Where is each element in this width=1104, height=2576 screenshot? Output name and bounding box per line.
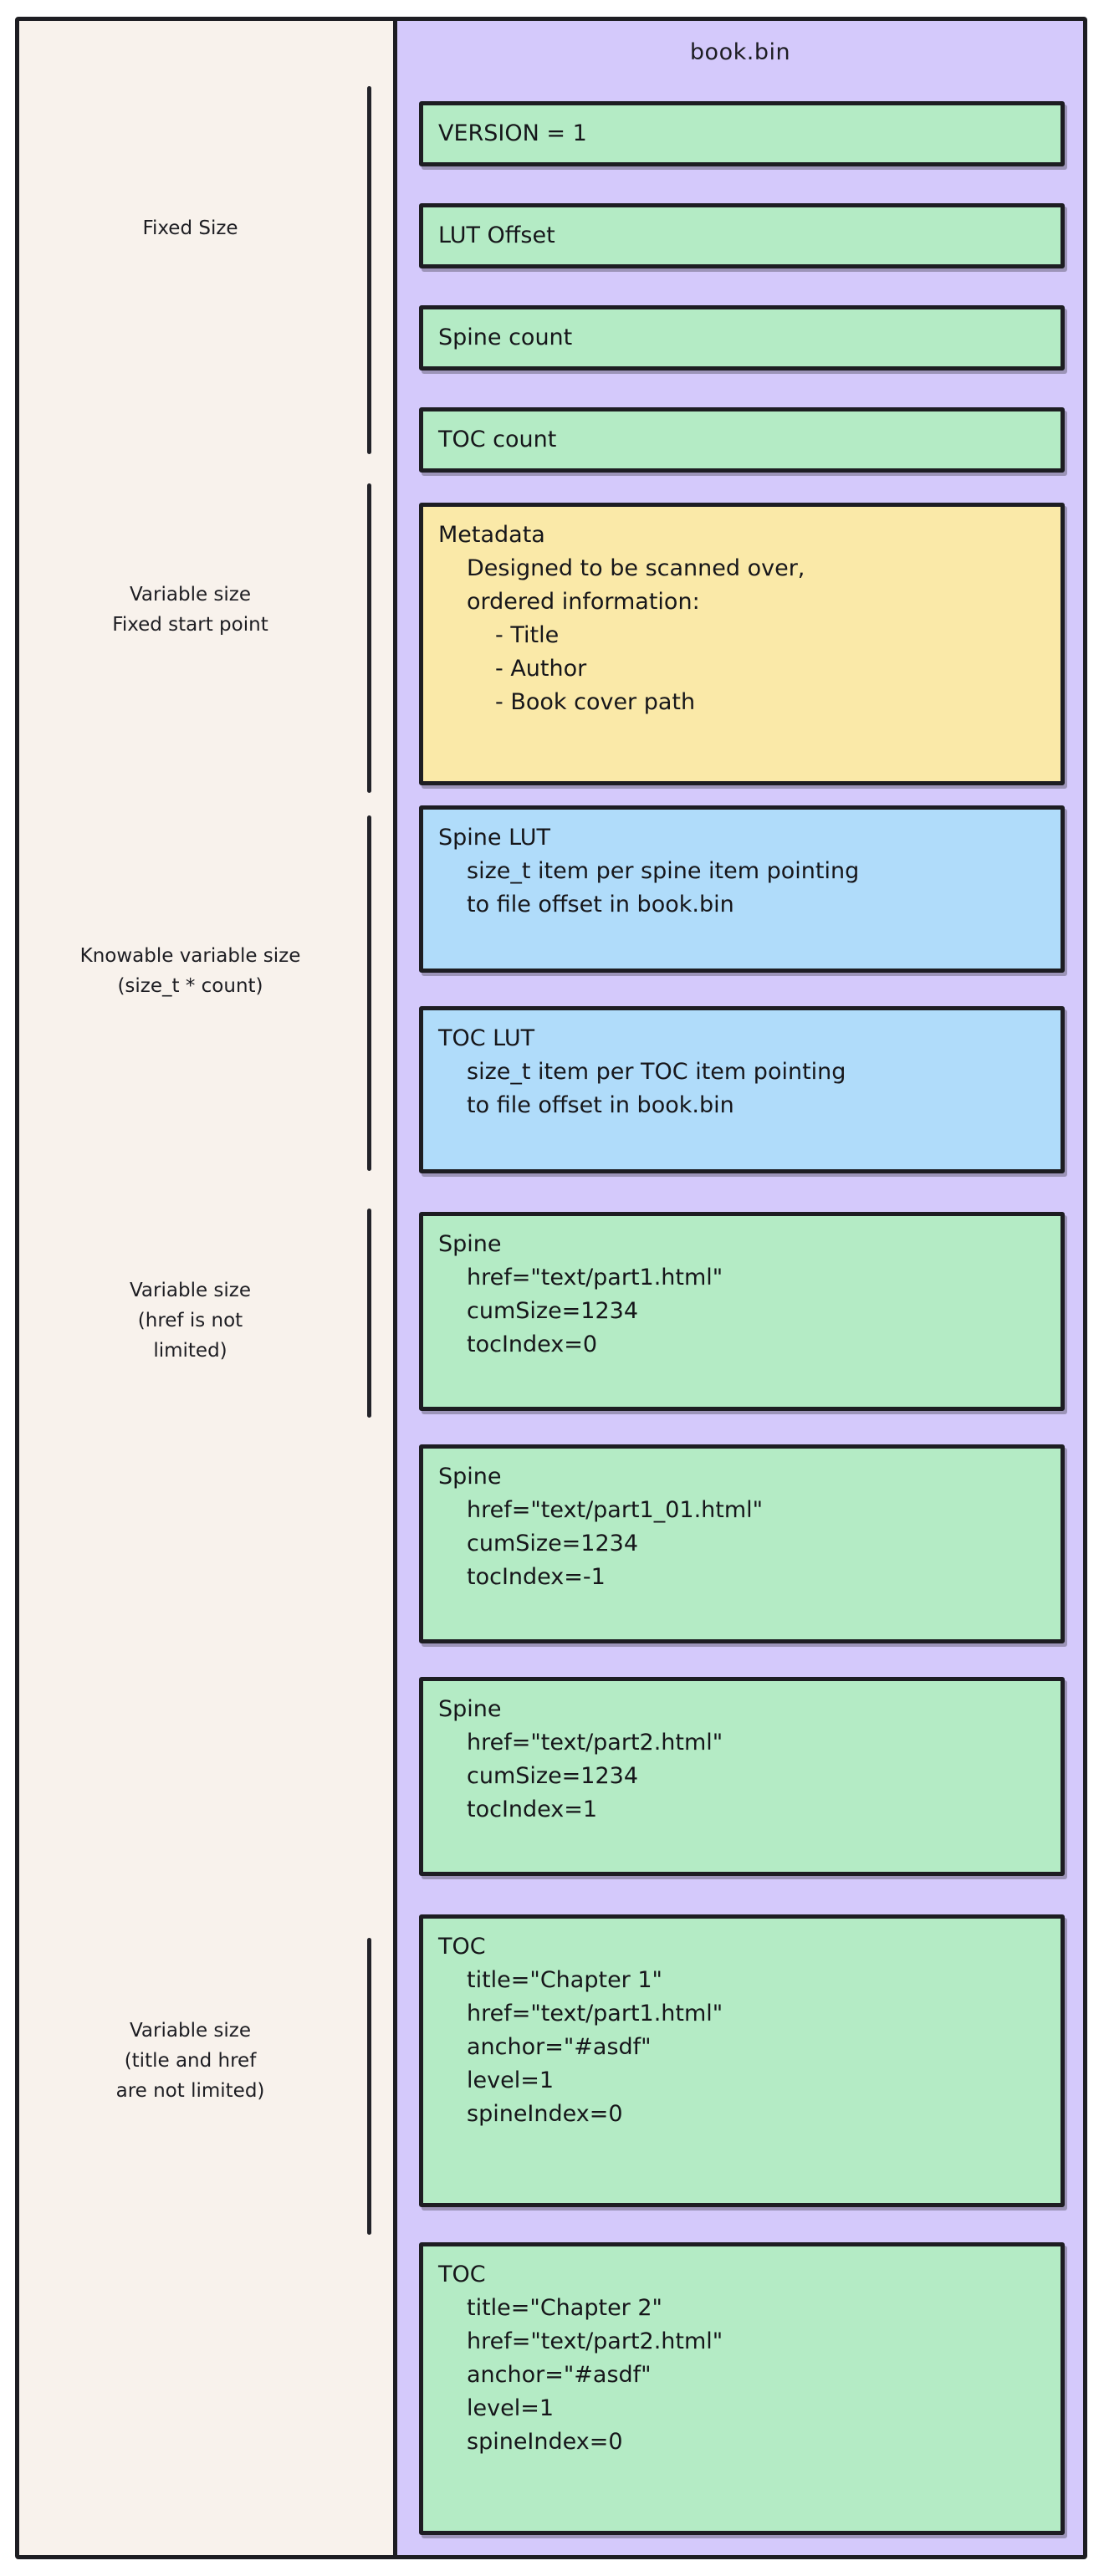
section-bracket-variable-fixed-start xyxy=(367,483,371,793)
book-bin-container: book.bin VERSION = 1 LUT Offset Spine co… xyxy=(397,21,1083,2555)
block-spine-count-head: Spine count xyxy=(438,325,573,350)
block-metadata-bullet-author: - Author xyxy=(495,656,587,682)
block-metadata-bullet-title: - Title xyxy=(495,622,560,648)
block-spine-2: Spine href="text/part1_01.html" cumSize=… xyxy=(419,1444,1065,1643)
label-fixed-size: Fixed Size xyxy=(142,217,238,239)
annotation-column: Fixed Size Variable size Fixed start poi… xyxy=(19,21,397,2555)
block-lut-offset: LUT Offset xyxy=(419,203,1065,268)
block-toc-1: TOC title="Chapter 1" href="text/part1.h… xyxy=(419,1914,1065,2207)
label-variable-fixed-start: Variable size Fixed start point xyxy=(112,584,268,636)
block-toc-2-title: title="Chapter 2" xyxy=(467,2295,662,2321)
block-spine-1-head: Spine xyxy=(438,1231,502,1257)
block-toc-1-head: TOC xyxy=(438,1934,486,1960)
block-toc-2-level: level=1 xyxy=(467,2395,555,2421)
block-spine-2-tocindex: tocIndex=-1 xyxy=(467,1564,606,1590)
label-variable-title-href: Variable size (title and href are not li… xyxy=(115,2020,265,2102)
block-toc-1-anchor: anchor="#asdf" xyxy=(467,2034,652,2060)
section-bracket-variable-title-href xyxy=(367,1938,371,2235)
block-toc-2-spineindex: spineIndex=0 xyxy=(467,2429,623,2455)
block-toc-lut-line-2: to file offset in book.bin xyxy=(467,1092,734,1118)
block-toc-1-spineindex: spineIndex=0 xyxy=(467,2101,623,2127)
label-knowable-variable: Knowable variable size (size_t * count) xyxy=(79,945,301,997)
block-spine-3: Spine href="text/part2.html" cumSize=123… xyxy=(419,1677,1065,1876)
block-spine-2-head: Spine xyxy=(438,1464,502,1490)
block-toc-lut-head: TOC LUT xyxy=(438,1025,535,1051)
block-spine-1-tocindex: tocIndex=0 xyxy=(467,1331,598,1357)
block-metadata-head: Metadata xyxy=(438,522,545,548)
block-spine-1: Spine href="text/part1.html" cumSize=123… xyxy=(419,1212,1065,1411)
block-spine-3-href: href="text/part2.html" xyxy=(467,1730,723,1756)
block-version: VERSION = 1 xyxy=(419,101,1065,166)
block-spine-lut: Spine LUT size_t item per spine item poi… xyxy=(419,805,1065,973)
label-variable-href: Variable size (href is not limited) xyxy=(129,1280,252,1362)
block-metadata: Metadata Designed to be scanned over, or… xyxy=(419,503,1065,785)
block-toc-lut-line-1: size_t item per TOC item pointing xyxy=(467,1059,846,1085)
block-metadata-line-2: ordered information: xyxy=(467,589,700,615)
block-spine-3-head: Spine xyxy=(438,1696,502,1722)
section-bracket-fixed-size xyxy=(367,86,371,454)
block-spine-lut-line-2: to file offset in book.bin xyxy=(467,892,734,917)
block-toc-2-href: href="text/part2.html" xyxy=(467,2328,723,2354)
block-spine-1-href: href="text/part1.html" xyxy=(467,1265,723,1291)
section-bracket-knowable-variable xyxy=(367,815,371,1171)
block-toc-lut: TOC LUT size_t item per TOC item pointin… xyxy=(419,1006,1065,1173)
block-version-head: VERSION = 1 xyxy=(438,120,587,146)
section-bracket-variable-href xyxy=(367,1209,371,1418)
block-toc-2-anchor: anchor="#asdf" xyxy=(467,2362,652,2388)
block-spine-2-href: href="text/part1_01.html" xyxy=(467,1497,764,1523)
block-toc-2-head: TOC xyxy=(438,2262,486,2287)
block-metadata-line-1: Designed to be scanned over, xyxy=(467,555,805,581)
block-spine-lut-line-1: size_t item per spine item pointing xyxy=(467,858,860,884)
block-spine-count: Spine count xyxy=(419,305,1065,371)
block-spine-2-cumsize: cumSize=1234 xyxy=(467,1531,639,1556)
block-toc-1-title: title="Chapter 1" xyxy=(467,1967,662,1993)
block-spine-lut-head: Spine LUT xyxy=(438,825,551,851)
block-lut-offset-head: LUT Offset xyxy=(438,222,555,248)
block-toc-2: TOC title="Chapter 2" href="text/part2.h… xyxy=(419,2242,1065,2535)
block-spine-3-cumsize: cumSize=1234 xyxy=(467,1763,639,1789)
file-title: book.bin xyxy=(689,39,791,65)
diagram-frame: Fixed Size Variable size Fixed start poi… xyxy=(15,17,1087,2559)
block-toc-count: TOC count xyxy=(419,407,1065,473)
block-metadata-bullet-cover-path: - Book cover path xyxy=(495,689,696,715)
block-toc-1-href: href="text/part1.html" xyxy=(467,2001,723,2027)
block-spine-3-tocindex: tocIndex=1 xyxy=(467,1797,598,1822)
block-toc-1-level: level=1 xyxy=(467,2067,555,2093)
block-toc-count-head: TOC count xyxy=(438,427,557,452)
block-spine-1-cumsize: cumSize=1234 xyxy=(467,1298,639,1324)
